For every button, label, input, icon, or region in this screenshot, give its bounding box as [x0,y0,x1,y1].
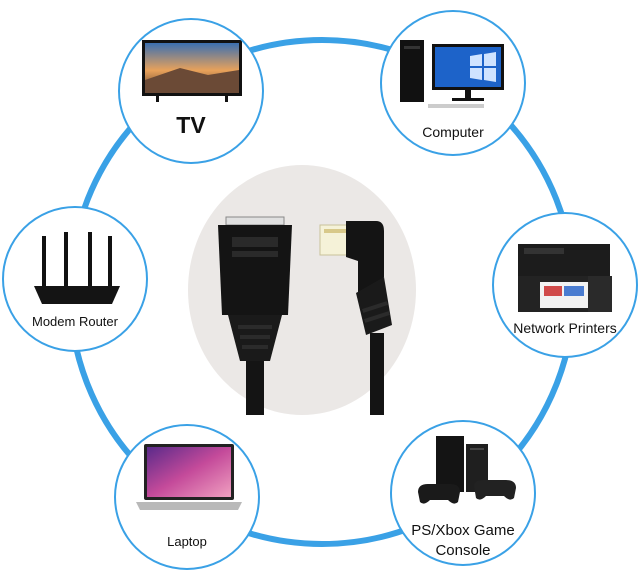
rj45-extension-cable-icon [218,216,392,415]
device-tv: TV [118,18,264,164]
device-laptop: Laptop [114,424,260,570]
tv-icon [142,40,242,102]
game-console-icon [418,436,516,504]
device-router: Modem Router [2,206,148,352]
router-icon [34,232,120,304]
laptop-icon [136,444,242,510]
console-label-line1: PS/Xbox Game [411,522,515,539]
tv-label: TV [176,112,206,138]
computer-label: Computer [422,124,484,140]
laptop-label: Laptop [167,534,207,549]
device-printer: Network Printers [492,212,638,358]
device-console: PS/Xbox Game Console [390,420,536,566]
device-computer: Computer [380,10,526,156]
printer-icon [518,244,612,312]
center-product-backdrop [188,165,416,415]
printer-label: Network Printers [513,320,617,336]
router-label: Modem Router [32,314,118,329]
console-label-line2: Console [435,542,491,559]
desktop-computer-icon [400,40,504,108]
